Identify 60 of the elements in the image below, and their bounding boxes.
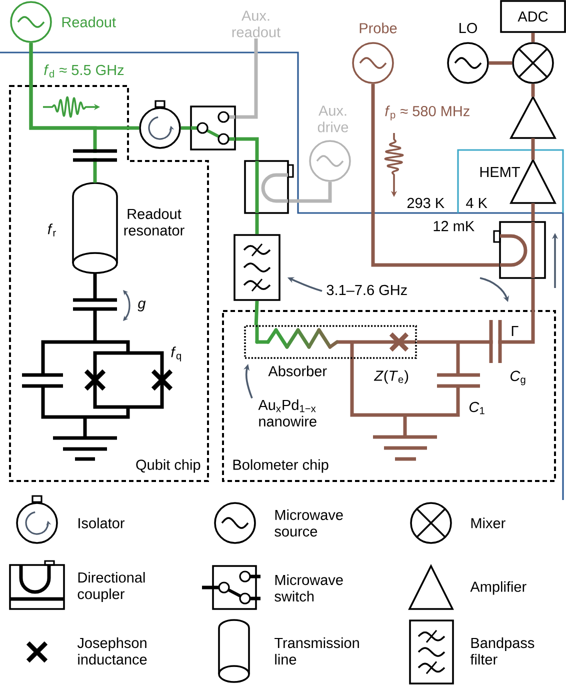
source-label: Readout — [62, 16, 116, 28]
region-label: Qubit chip — [136, 459, 200, 473]
wire — [531, 32, 535, 42]
wire — [236, 38, 258, 119]
mixer-symbol — [512, 42, 554, 84]
frequency-label: 3.1–7.6 GHz — [326, 284, 407, 296]
symbol-label: f$_{q}$ — [171, 346, 181, 362]
symbol-label: g — [138, 300, 146, 312]
isolator-symbol — [139, 100, 181, 149]
legend-text: Josephson inductance — [77, 637, 147, 665]
frequency-label: f$_{d}$ ≈ 5.5 GHz — [44, 64, 124, 78]
wire — [288, 182, 332, 203]
symbol-label: Z(T$_{e}$) — [374, 370, 408, 384]
temperature-label: 12 mK — [434, 220, 474, 232]
wire — [255, 214, 259, 234]
wire — [531, 138, 535, 160]
resonator-cylinder — [72, 182, 118, 274]
microwave-source — [10, 1, 52, 43]
wire — [416, 278, 535, 344]
converter-box: ADC — [500, 0, 566, 33]
wire — [236, 137, 259, 160]
microwave-source — [447, 42, 489, 84]
legend-text: Microwave switch — [274, 574, 343, 602]
coupler-symbol — [493, 221, 546, 279]
temperature-label: 4 K — [466, 198, 488, 208]
wire — [254, 300, 259, 326]
symbol-label: Γ — [512, 326, 518, 336]
wire — [531, 84, 535, 97]
component-label: Absorber — [268, 366, 327, 376]
legend-text: Mixer — [471, 518, 506, 528]
legend-text: Transmission line — [274, 637, 359, 665]
temperature-label: 293 K — [407, 198, 444, 208]
switch-symbol — [190, 106, 236, 150]
legend-text: Bandpass filter — [470, 637, 534, 665]
frequency-label: f$_{r}$ — [48, 224, 56, 236]
microwave-source — [352, 42, 394, 84]
symbol-label: C$_{g}$ — [510, 370, 526, 386]
source-label: Probe — [360, 22, 397, 34]
legend-text: Directional coupler — [78, 572, 145, 602]
port-label: Aux. readout — [232, 10, 280, 38]
legend-text: Amplifier — [470, 581, 526, 595]
source-label: LO — [460, 22, 477, 34]
legend-text: Microwave source — [274, 509, 343, 537]
filter-symbol — [234, 234, 280, 301]
amplifier-label: HEMT — [480, 167, 520, 177]
frequency-label: f$_{p}$ ≈ 580 MHz — [385, 106, 470, 120]
legend-text: Isolator — [78, 518, 125, 528]
wire — [371, 84, 500, 267]
symbol-label: C$_{1}$ — [470, 402, 484, 414]
dotted-box — [244, 325, 417, 359]
coupler-symbol — [244, 160, 294, 214]
resonator-label: Readout resonator — [124, 208, 184, 236]
wire — [29, 42, 97, 183]
nanowire-label: Au$_{x}$Pd$_{1−x}$ nanowire — [258, 399, 316, 427]
region-label: Bolometer chip — [233, 459, 328, 473]
microwave-source — [309, 140, 351, 182]
wire — [488, 61, 512, 65]
wire — [531, 203, 535, 222]
source-label: Aux. drive — [318, 106, 348, 132]
wire — [180, 126, 190, 130]
